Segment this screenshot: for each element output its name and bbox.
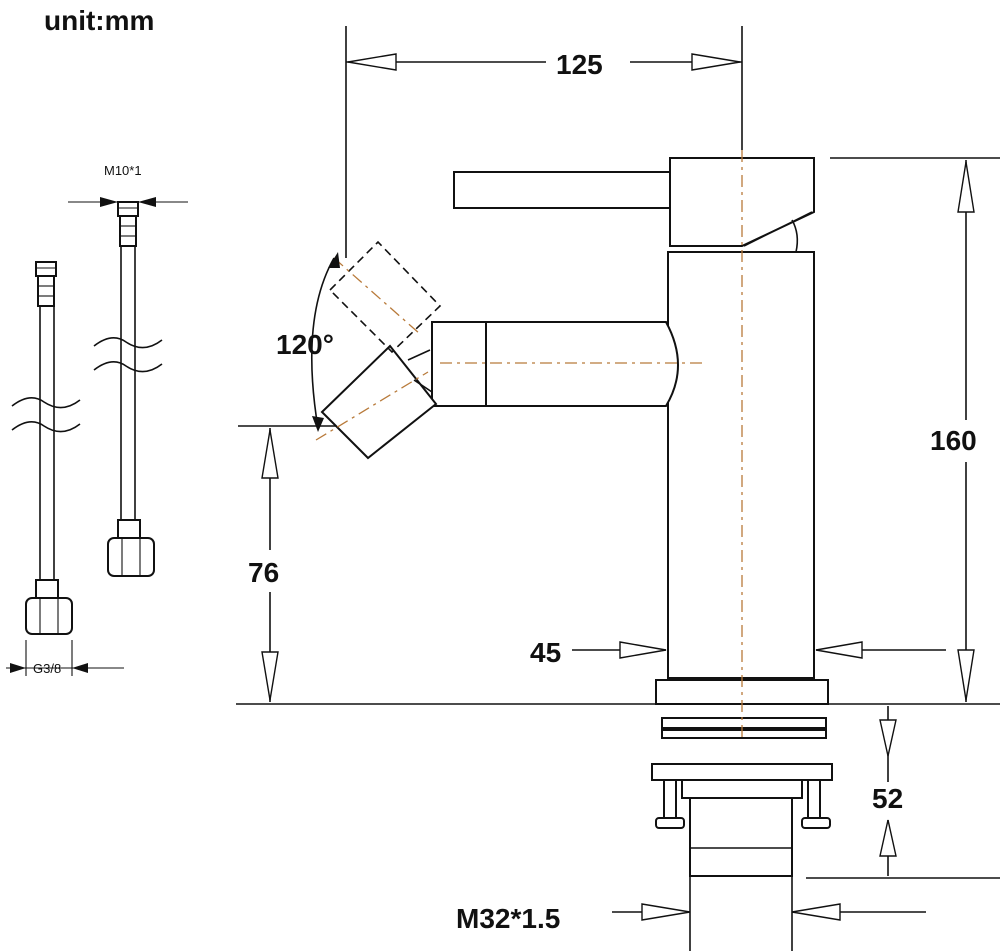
- faucet-body: [236, 157, 1000, 951]
- unit-label: unit:mm: [44, 5, 154, 36]
- width-label: 125: [556, 49, 603, 80]
- dimension-m32: M32*1.5: [456, 903, 926, 934]
- hose-top-thread-label: M10*1: [104, 163, 142, 178]
- dimension-g38: G3/8: [6, 640, 124, 676]
- dimension-45: 45: [530, 637, 946, 668]
- below-deck-label: 52: [872, 783, 903, 814]
- hose-bottom-thread-label: G3/8: [33, 661, 61, 676]
- dimension-angle: 120°: [276, 252, 340, 432]
- diameter-label: 45: [530, 637, 561, 668]
- height-label: 160: [930, 425, 977, 456]
- hose-left: [11, 261, 81, 635]
- dimension-125: 125: [345, 26, 743, 258]
- angle-label: 120°: [276, 329, 334, 360]
- dimension-m10: M10*1: [68, 163, 188, 207]
- thread-label: M32*1.5: [456, 903, 560, 934]
- dimension-76: 76: [238, 425, 336, 702]
- spout-height-label: 76: [248, 557, 279, 588]
- dimension-160: 160: [830, 157, 1000, 702]
- hose-right: [93, 201, 163, 577]
- center-lines: [315, 150, 743, 740]
- dimension-52: 52: [806, 706, 1000, 879]
